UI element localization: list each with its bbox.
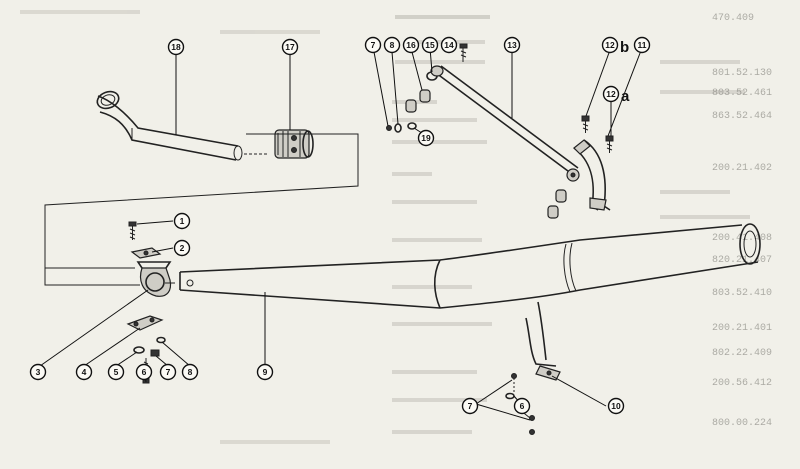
svg-text:11: 11 [638, 40, 647, 50]
svg-text:3: 3 [36, 367, 41, 377]
svg-text:6: 6 [142, 367, 147, 377]
bleed-part-number: 800.00.224 [712, 418, 772, 429]
svg-text:4: 4 [82, 367, 87, 377]
svg-text:19: 19 [421, 133, 431, 143]
svg-text:17: 17 [285, 42, 295, 52]
callout-11: 11 [633, 36, 651, 54]
spacer-19 [407, 122, 417, 130]
bleed-part-number: 200.21.402 [712, 163, 772, 174]
bleed-part-number: 863.52.464 [712, 111, 772, 122]
bushing-lower-strut [547, 189, 567, 219]
bleed-part-number: 200.41.408 [712, 233, 772, 244]
muffler-bracket-11 [573, 139, 611, 211]
callout-14: 14 [440, 36, 458, 54]
washer-7-upper [386, 125, 392, 131]
callout-6: 6 [135, 363, 153, 381]
callout-9: 9 [256, 363, 274, 381]
bolt-12b [581, 115, 590, 133]
svg-text:12: 12 [605, 40, 615, 50]
callout-17: 17 [281, 38, 299, 56]
callout-6-lower-right: 6 [513, 397, 531, 415]
leader-lines [39, 47, 643, 421]
svg-text:7: 7 [166, 367, 171, 377]
bleed-part-number: 820.21.407 [712, 255, 772, 266]
bracket-4 [126, 315, 164, 331]
svg-text:18: 18 [171, 42, 181, 52]
muffler-silencer [179, 223, 761, 309]
callout-2: 2 [173, 239, 191, 257]
bolt-1 [128, 221, 137, 240]
bolt-14 [459, 43, 468, 62]
callout-8-lower-left: 8 [181, 363, 199, 381]
pipe-clamp-3 [136, 261, 175, 297]
svg-text:5: 5 [114, 367, 119, 377]
variant-letter-b: b [620, 39, 629, 56]
washer-5 [133, 346, 145, 354]
svg-text:16: 16 [406, 40, 416, 50]
bleed-part-number: 802.22.409 [712, 348, 772, 359]
washer-8 [156, 336, 166, 344]
callout-10: 10 [607, 397, 625, 415]
svg-text:13: 13 [507, 40, 517, 50]
bleed-part-number: 801.52.130 [712, 68, 772, 79]
bleed-through-text: 470.409 801.52.130 803.52.461 863.52.464 200… [20, 10, 772, 444]
pipe-coupling-sleeve [274, 129, 314, 159]
callout-18: 18 [167, 38, 185, 56]
svg-text:8: 8 [390, 40, 395, 50]
assembly-boundary-lines [44, 133, 359, 286]
svg-text:12: 12 [606, 89, 616, 99]
nut-7 [150, 349, 160, 357]
bleed-part-number: 803.52.410 [712, 288, 772, 299]
callout-19: 19 [417, 129, 435, 147]
svg-text:14: 14 [444, 40, 454, 50]
callout-7-lower-right: 7 [461, 397, 479, 415]
bolt-12a [605, 135, 614, 153]
rubber-bushing-16 [405, 89, 431, 113]
bleed-part-number: 470.409 [712, 13, 754, 24]
callout-4: 4 [75, 363, 93, 381]
svg-text:1: 1 [180, 216, 185, 226]
front-exhaust-pipe [96, 90, 268, 161]
callout-16: 16 [402, 36, 420, 54]
callout-7-upper: 7 [364, 36, 382, 54]
callout-12-b: 12 [601, 36, 619, 54]
svg-text:7: 7 [468, 401, 473, 411]
callout-12-a: 12 [602, 85, 620, 103]
svg-text:15: 15 [425, 40, 435, 50]
variant-letter-a: a [621, 88, 630, 105]
svg-text:10: 10 [611, 401, 621, 411]
svg-text:8: 8 [188, 367, 193, 377]
callout-5: 5 [107, 363, 125, 381]
callout-15: 15 [421, 36, 439, 54]
callout-3: 3 [29, 363, 47, 381]
callout-7-lower-left: 7 [159, 363, 177, 381]
callout-8-upper: 8 [383, 36, 401, 54]
callout-13: 13 [503, 36, 521, 54]
support-strut-13 [430, 65, 580, 182]
callout-1: 1 [173, 212, 191, 230]
bleed-part-number: 803.52.461 [712, 88, 772, 99]
bleed-part-number: 200.56.412 [712, 378, 772, 389]
svg-text:6: 6 [520, 401, 525, 411]
svg-text:2: 2 [180, 243, 185, 253]
bleed-part-number: 200.21.401 [712, 323, 772, 334]
clamp-plate-2 [130, 247, 162, 259]
svg-text:9: 9 [263, 367, 268, 377]
svg-text:7: 7 [371, 40, 376, 50]
washer-8-upper [394, 123, 402, 133]
muffler-bracket-10 [505, 301, 561, 435]
